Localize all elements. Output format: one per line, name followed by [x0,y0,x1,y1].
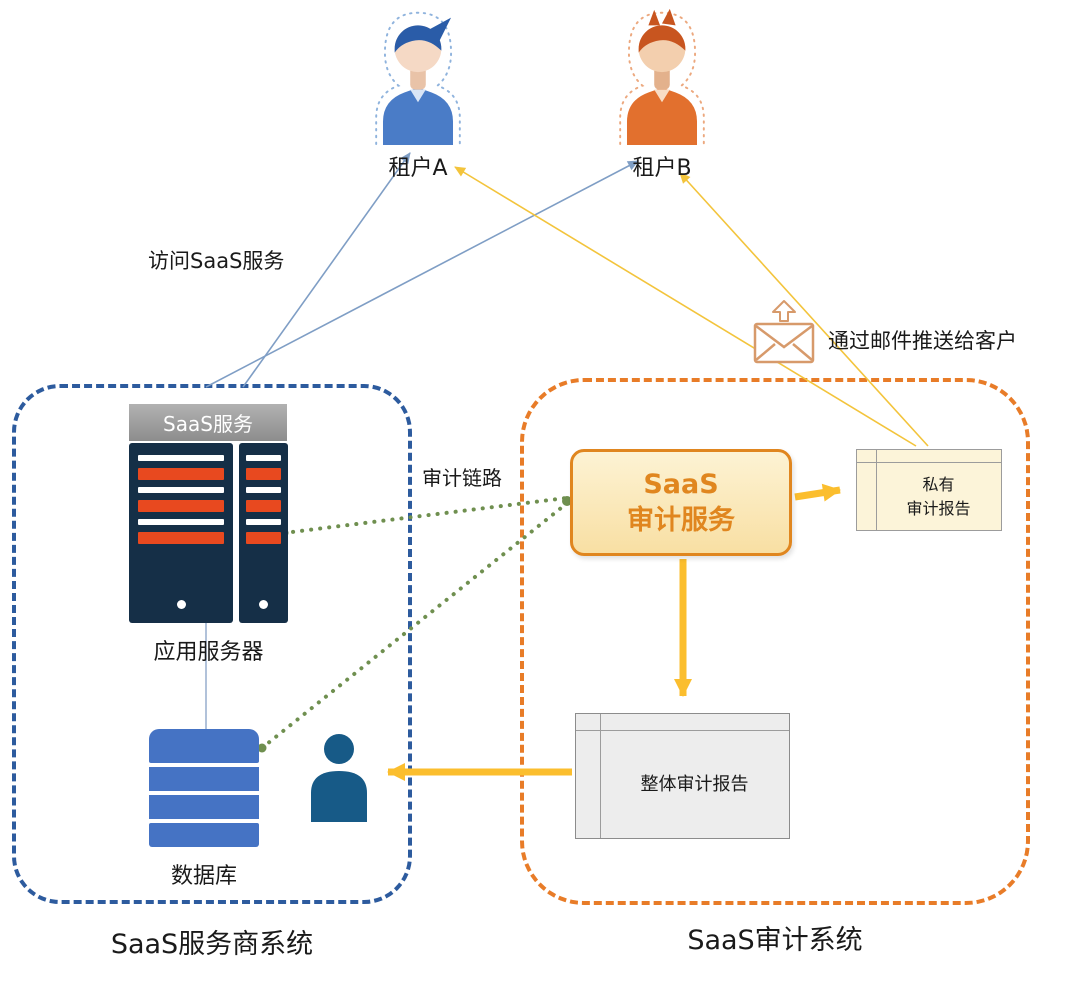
server-stripe [138,455,224,461]
tenant-a-avatar [375,11,461,145]
server-stripe [138,468,224,480]
server-led [176,600,186,609]
server-stripe [246,532,281,544]
server-stripe [138,487,224,493]
server-stripe [246,487,281,493]
arrow-service-to-private-report [794,483,841,502]
report-header-band [576,714,789,731]
avatar-body [382,87,454,145]
app-server-icon [129,443,288,623]
avatar-body [626,87,698,145]
avatar-hair-swoosh [429,17,452,41]
app-server-label: 应用服务器 [153,640,264,665]
server-stripe [138,519,224,525]
server-stripe [138,500,224,512]
avatar-hair [394,25,442,53]
database-label: 数据库 [170,864,237,889]
overall-report-label: 整体审计报告 [640,774,749,795]
avatar-hair-spike [662,8,676,26]
server-tower-right [239,443,288,623]
server-stripe [246,519,281,525]
tenant-b-label: 租户B [632,156,692,181]
tenant-b-avatar [619,8,705,145]
avatar-dotted-outline [619,11,705,145]
customer-head [324,734,354,764]
audit-link-endpoint [562,496,572,506]
avatar-hair-spike [648,9,661,26]
avatar-hair [638,25,686,53]
arrow-email-tenant-b [679,172,929,447]
envelope-body [753,322,815,364]
database-layer [149,795,259,819]
audit-system-box [520,378,1030,905]
overall-report-box: 整体审计报告 [575,713,790,839]
arrow-access-tenant-a [242,152,411,388]
avatar-neck [410,66,426,90]
email-icon [753,300,815,364]
envelope-flap [755,325,813,349]
database-icon [149,729,259,847]
customer-body [311,771,367,822]
provider-system-caption: SaaS服务商系统 [110,929,314,960]
arrow-access-tenant-b [205,160,639,388]
tenant-a-label: 租户A [388,156,448,181]
audit-link-endpoint [257,743,267,753]
audit-system-caption: SaaS审计系统 [687,925,863,956]
avatar-neck [654,66,670,90]
database-layer [149,729,259,763]
server-led [259,600,268,609]
database-layer [149,823,259,847]
report-header-band [857,450,1001,463]
private-report-box: 私有 审计报告 [856,449,1002,531]
audit-link-from-server [282,496,568,535]
audit-link-from-database [260,502,568,750]
audit-link-annotation: 审计链路 [422,466,502,490]
email-annotation: 通过邮件推送给客户 [828,329,1017,353]
database-layer [149,767,259,791]
avatar-collar [410,89,426,103]
server-stripe [246,455,281,461]
server-stripe [246,468,281,480]
avatar-collar [654,89,670,103]
server-tower-left [129,443,233,623]
private-report-label: 私有 审计报告 [906,474,971,518]
avatar-dotted-outline [375,11,461,145]
report-side-rule [600,714,601,838]
server-stripe [138,532,224,544]
provider-system-box [12,384,412,904]
customer-icon [311,734,367,822]
envelope-creases [755,343,813,361]
saas-service-banner: SaaS服务 [129,404,287,441]
email-upload-arrow [772,300,796,322]
report-side-rule [876,450,877,530]
audit-service-node: SaaS 审计服务 [570,449,792,556]
access-annotation: 访问SaaS服务 [148,249,285,273]
server-stripe [246,500,281,512]
arrow-email-tenant-a [454,166,917,447]
